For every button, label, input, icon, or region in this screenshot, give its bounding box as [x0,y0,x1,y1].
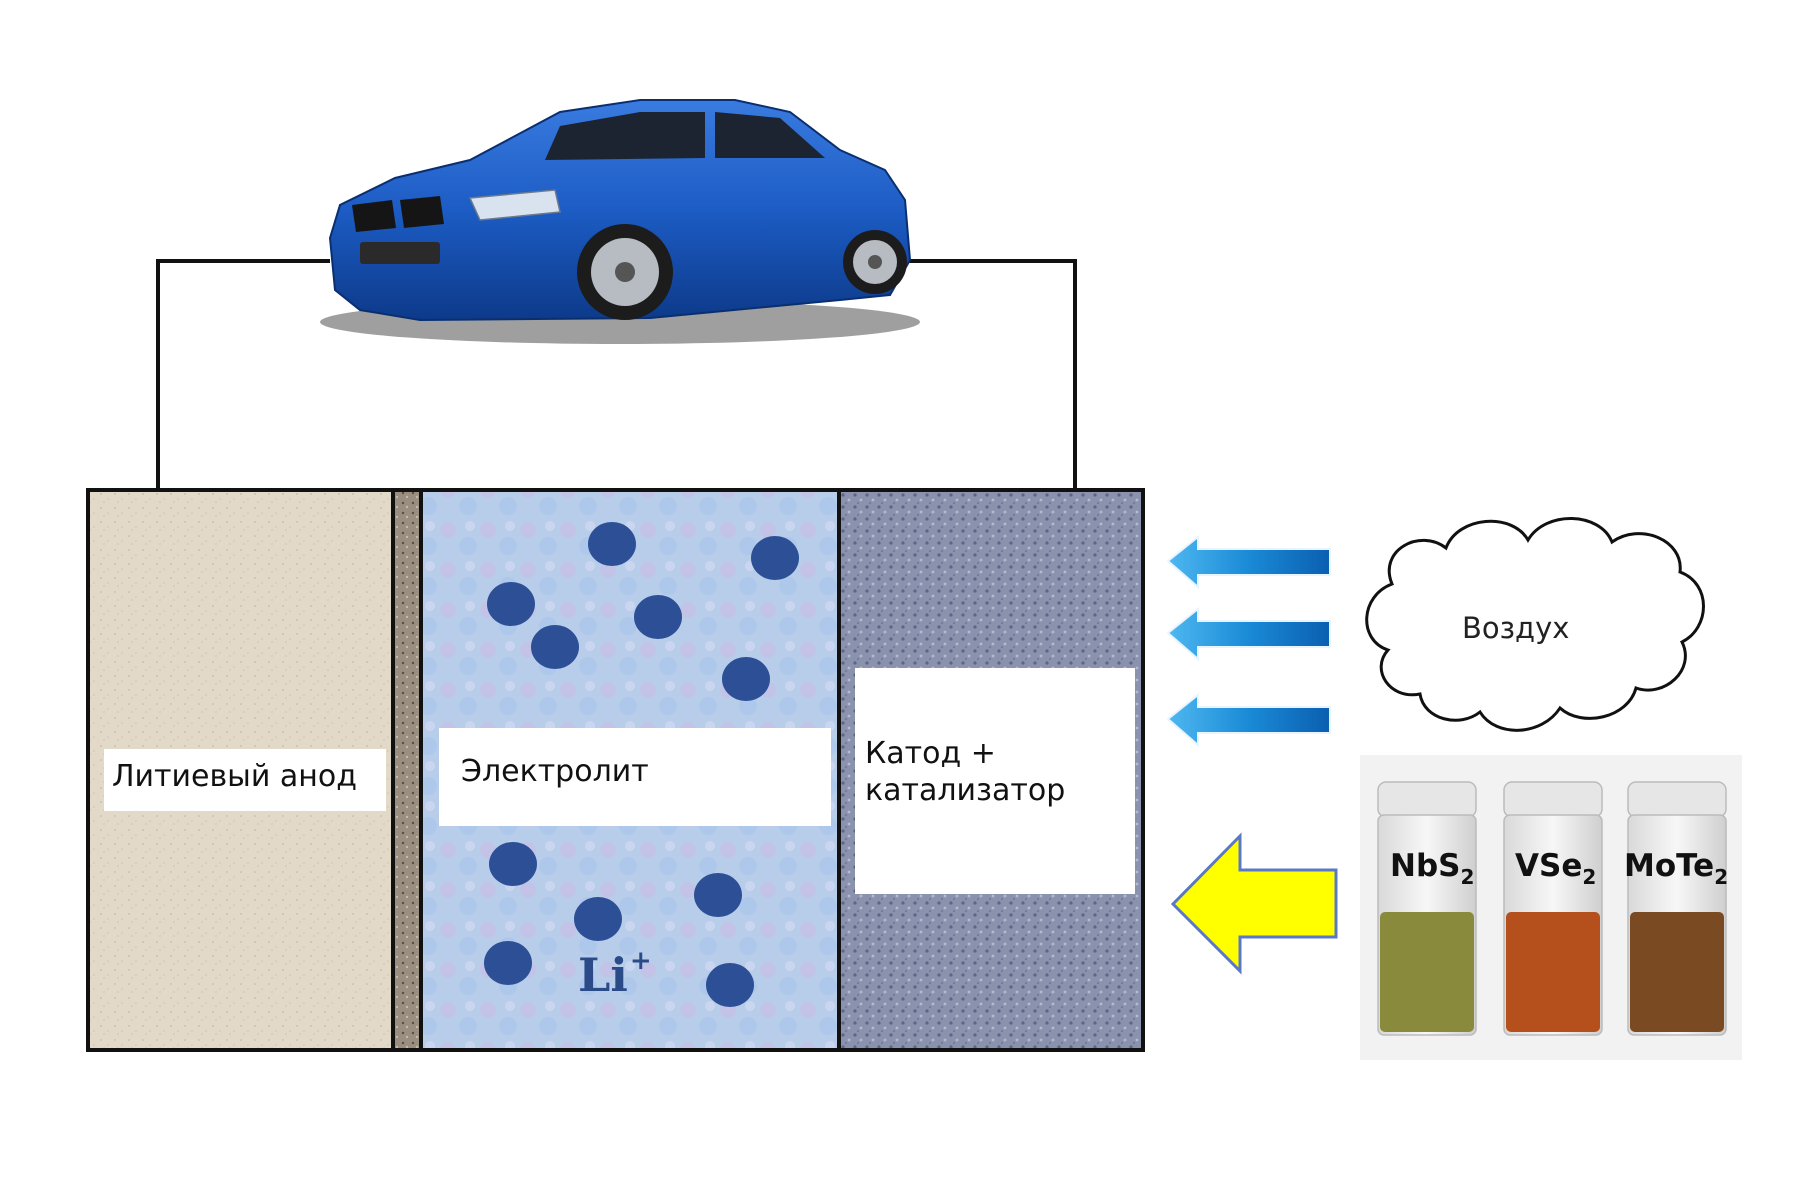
vial-label-vse2: VSe2 [1515,848,1597,889]
arrow-left-icon [1166,692,1331,748]
ion-dot [722,657,770,701]
electrolyte-label: Электролит [439,728,831,826]
car-icon [320,99,920,344]
air-arrows [1166,534,1331,748]
wire-left [156,259,330,490]
ion-dot [634,595,682,639]
separator-region [393,490,421,1050]
wire-right [905,259,1077,490]
vial-label-mote2: MoTe2 [1624,848,1729,889]
cathode-label-line1: Катод + [865,736,996,771]
lithium-ion-dots [484,522,799,1007]
cathode-label-line2: катализатор [865,772,1066,808]
air-label: Воздух [1462,611,1570,645]
cloud-icon [1365,517,1705,732]
ion-dot [531,625,579,669]
electrolyte-label-text: Электролит [461,754,649,789]
ion-dot [489,842,537,886]
ion-dot [706,963,754,1007]
arrow-left-icon [1166,534,1331,590]
ion-dot [588,522,636,566]
battery-cell-border [86,488,1145,1052]
anode-label-text: Литиевый анод [112,759,357,794]
ion-dot [574,897,622,941]
cathode-label: Катод + катализатор [855,668,1135,894]
ion-dot [751,536,799,580]
catalyst-vials-photo [1360,755,1742,1060]
catalyst-arrow-icon [1170,832,1338,975]
vial-label-nbs2: NbS2 [1390,848,1475,889]
ion-dot [694,873,742,917]
lithium-ion-label: Li+ [578,946,652,1002]
ion-dot [484,941,532,985]
ion-dot [487,582,535,626]
arrow-left-icon [1166,606,1331,662]
anode-label: Литиевый анод [104,749,386,811]
